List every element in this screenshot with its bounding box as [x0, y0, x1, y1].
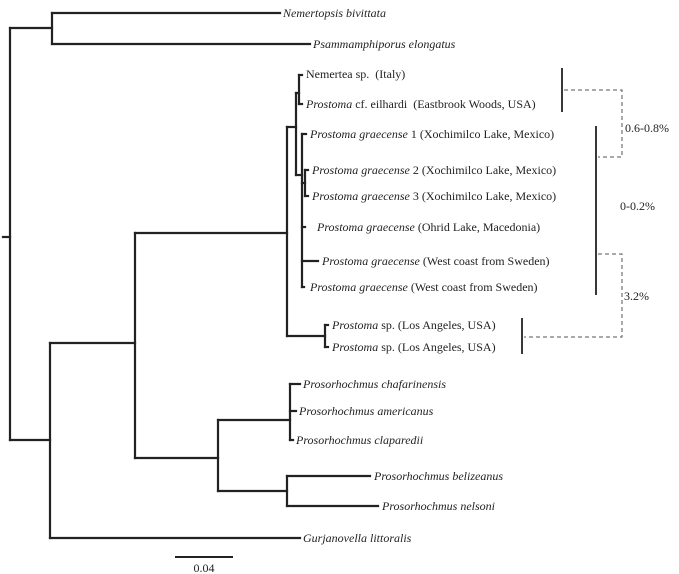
taxon-label-t10: Prostoma graecense (West coast from Swed… [309, 280, 538, 294]
taxon-name-italic: Nemertopsis bivittata [282, 6, 386, 20]
taxon-locality: cf. eilhardi (Eastbrook Woods, USA) [352, 97, 535, 111]
taxon-name-italic: Prostoma graecense [311, 189, 411, 203]
taxon-locality: sp. (Los Angeles, USA) [378, 340, 495, 354]
taxon-name-italic: Prosorhochmus chafarinensis [302, 377, 446, 391]
taxon-label-t18: Gurjanovella littoralis [303, 531, 412, 545]
tree-branches [1, 11, 380, 540]
taxon-locality: sp. (Los Angeles, USA) [378, 318, 495, 332]
taxon-label-t14: Prosorhochmus americanus [298, 404, 434, 418]
taxon-name-italic: Prosorhochmus belizeanus [373, 469, 503, 483]
taxon-label-t5: Prostoma graecense 1 (Xochimilco Lake, M… [309, 127, 554, 141]
taxon-label-t16: Prosorhochmus belizeanus [373, 469, 503, 483]
taxon-name-italic: Prostoma [331, 340, 378, 354]
taxon-locality: (West coast from Sweden) [420, 254, 550, 268]
taxon-label-t15: Prosorhochmus claparedii [295, 433, 423, 447]
taxon-name-italic: Prostoma graecense [321, 254, 421, 268]
distance-brackets: 0.6-0.8% 0-0.2% 3.2% [521, 68, 669, 354]
bracket-dashed-d1 [564, 89, 623, 158]
taxon-locality: (West coast from Sweden) [408, 280, 538, 294]
taxon-name-italic: Prostoma graecense [309, 127, 409, 141]
taxon-name-italic: Prostoma [331, 318, 378, 332]
distance-label-d1: 0.6-0.8% [625, 121, 669, 135]
taxon-locality: (Ohrid Lake, Macedonia) [415, 220, 540, 234]
scale-bar: 0.04 [175, 556, 233, 574]
taxon-name-italic: Prosorhochmus claparedii [295, 433, 423, 447]
taxon-locality: 1 (Xochimilco Lake, Mexico) [408, 127, 554, 141]
taxon-label-t17: Prosorhochmus nelsoni [381, 499, 495, 513]
taxon-locality: Nemertea sp. (Italy) [306, 67, 405, 81]
taxon-name-italic: Prosorhochmus americanus [298, 404, 434, 418]
taxon-label-t8: Prostoma graecense (Ohrid Lake, Macedoni… [316, 220, 540, 234]
taxon-label-t7: Prostoma graecense 3 (Xochimilco Lake, M… [311, 189, 556, 203]
taxon-label-t13: Prosorhochmus chafarinensis [302, 377, 446, 391]
taxon-label-t6: Prostoma graecense 2 (Xochimilco Lake, M… [311, 163, 556, 177]
taxon-name-italic: Psammamphiporus elongatus [312, 37, 456, 51]
scale-bar-label: 0.04 [194, 561, 215, 574]
taxon-label-t2: Psammamphiporus elongatus [312, 37, 456, 51]
distance-label-d3: 3.2% [624, 289, 649, 303]
bracket-dashed-d3 [524, 253, 623, 338]
taxon-name-italic: Gurjanovella littoralis [303, 531, 412, 545]
taxon-locality: 2 (Xochimilco Lake, Mexico) [410, 163, 556, 177]
taxon-name-italic: Prosorhochmus nelsoni [381, 499, 495, 513]
taxon-name-italic: Prostoma graecense [316, 220, 416, 234]
distance-label-d2: 0-0.2% [620, 199, 655, 213]
taxon-label-t3: Nemertea sp. (Italy) [306, 67, 405, 81]
taxon-label-t1: Nemertopsis bivittata [282, 6, 386, 20]
taxon-label-t9: Prostoma graecense (West coast from Swed… [321, 254, 550, 268]
taxon-name-italic: Prostoma [305, 97, 352, 111]
taxon-name-italic: Prostoma graecense [311, 163, 411, 177]
taxon-name-italic: Prostoma graecense [309, 280, 409, 294]
taxon-label-t11: Prostoma sp. (Los Angeles, USA) [331, 318, 496, 332]
taxon-locality: 3 (Xochimilco Lake, Mexico) [410, 189, 556, 203]
taxon-label-t12: Prostoma sp. (Los Angeles, USA) [331, 340, 496, 354]
taxon-label-t4: Prostoma cf. eilhardi (Eastbrook Woods, … [305, 97, 536, 111]
